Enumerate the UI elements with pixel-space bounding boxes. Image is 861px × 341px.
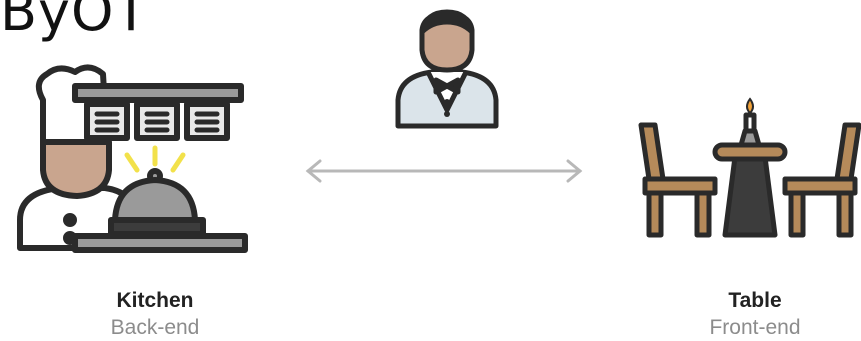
table-caption: Table Front-end xyxy=(655,289,855,340)
waiter-icon xyxy=(392,10,502,130)
table-subtitle: Front-end xyxy=(655,316,855,340)
partial-heading: ByOT xyxy=(0,0,149,43)
kitchen-subtitle: Back-end xyxy=(55,316,255,340)
double-arrow-icon xyxy=(300,156,590,186)
table-title: Table xyxy=(655,289,855,313)
kitchen-title: Kitchen xyxy=(55,289,255,313)
kitchen-caption: Kitchen Back-end xyxy=(55,289,255,340)
chef-kitchen-icon xyxy=(15,60,255,260)
dining-table-icon xyxy=(635,95,861,245)
